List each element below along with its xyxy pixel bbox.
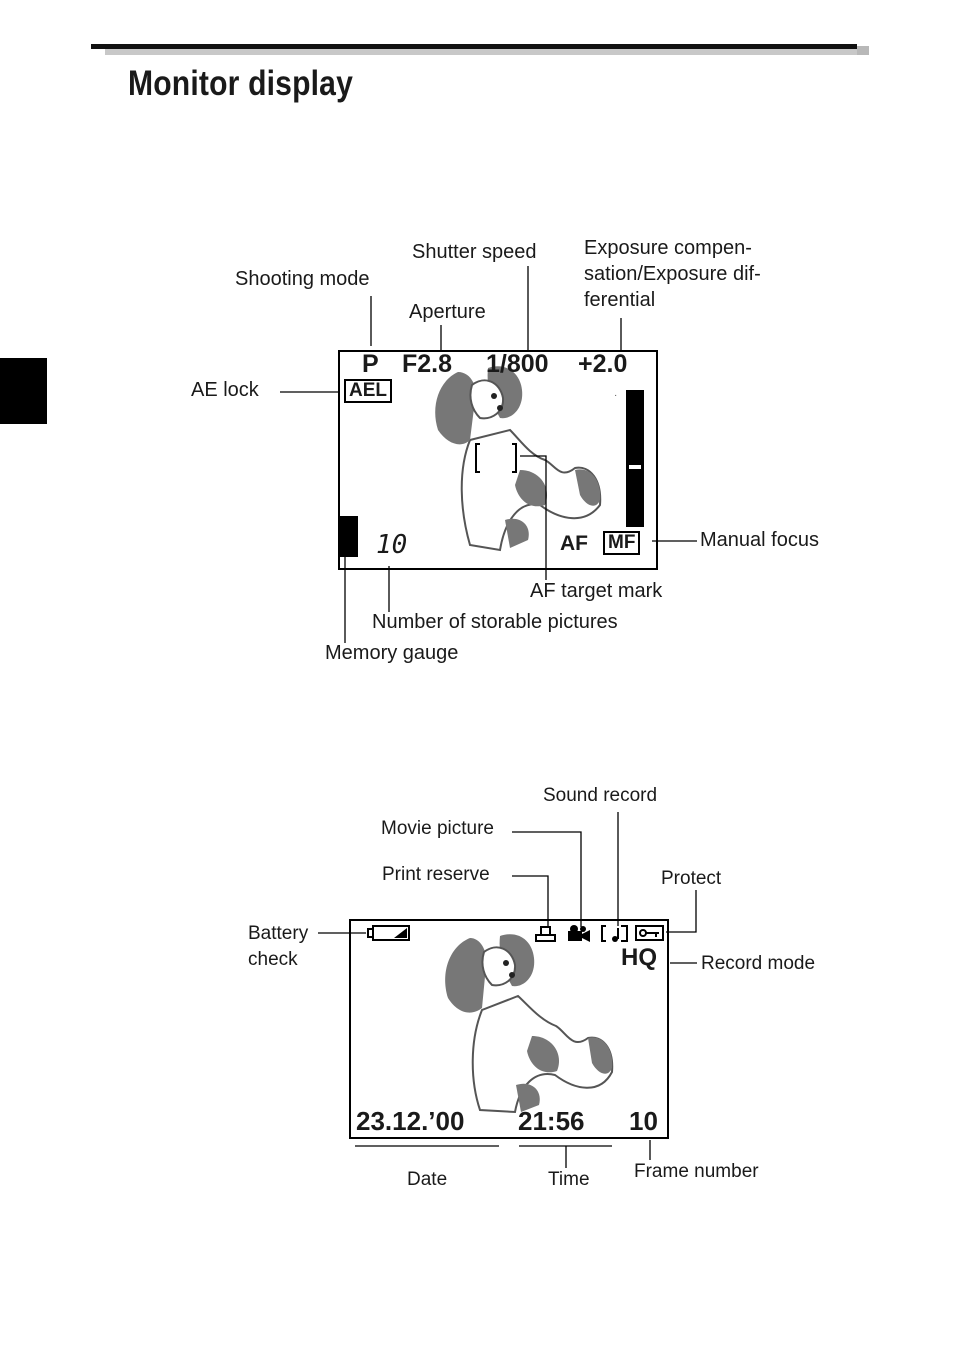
label-af-target: AF target mark: [530, 580, 663, 602]
header-rule-corner: [857, 46, 869, 55]
label-sound-record: Sound record: [543, 785, 658, 806]
frame-number-value: 10: [629, 1106, 658, 1136]
label-time: Time: [548, 1169, 590, 1190]
label-record-mode: Record mode: [701, 953, 816, 974]
label-movie-picture: Movie picture: [381, 818, 494, 839]
exposure-comp-value: +2.0: [578, 350, 628, 378]
label-protect: Protect: [661, 868, 722, 889]
label-shooting-mode: Shooting mode: [235, 268, 370, 290]
label-storable: Number of storable pictures: [372, 611, 618, 633]
chapter-tab: [0, 358, 47, 424]
label-exposure-line2: sation/Exposure dif-: [584, 263, 761, 285]
exposure-scale-tick: ·: [614, 390, 618, 401]
exposure-scale-bar: [626, 390, 644, 527]
storable-count: 10: [376, 530, 408, 560]
header-rule: [91, 44, 857, 49]
shutter-speed-value: 1/800: [486, 350, 549, 378]
label-battery-line2: check: [248, 949, 298, 970]
label-exposure-line1: Exposure compen-: [584, 237, 752, 259]
aperture-value: F2.8: [402, 350, 453, 378]
ae-lock-indicator: AEL: [344, 379, 392, 403]
label-ae-lock: AE lock: [191, 379, 259, 401]
exposure-scale-marker: [629, 465, 641, 469]
label-frame-number: Frame number: [634, 1161, 759, 1182]
memory-gauge-bar: [340, 516, 358, 557]
record-mode-value: HQ: [621, 944, 657, 971]
time-value: 21:56: [518, 1106, 585, 1136]
label-exposure-line3: ferential: [584, 289, 656, 311]
label-memory-gauge: Memory gauge: [325, 642, 459, 664]
label-print-reserve: Print reserve: [382, 864, 490, 885]
date-value: 23.12.’00: [356, 1106, 465, 1136]
label-shutter-speed: Shutter speed: [412, 241, 537, 263]
label-aperture: Aperture: [409, 301, 486, 323]
page-title: Monitor display: [128, 64, 353, 103]
header-rule-shadow: [105, 49, 869, 55]
label-battery-line1: Battery: [248, 923, 309, 944]
label-manual-focus: Manual focus: [700, 529, 819, 551]
shooting-mode-value: P: [362, 350, 379, 378]
mf-indicator: MF: [603, 531, 641, 555]
af-indicator: AF: [560, 532, 588, 555]
label-date: Date: [407, 1169, 448, 1190]
